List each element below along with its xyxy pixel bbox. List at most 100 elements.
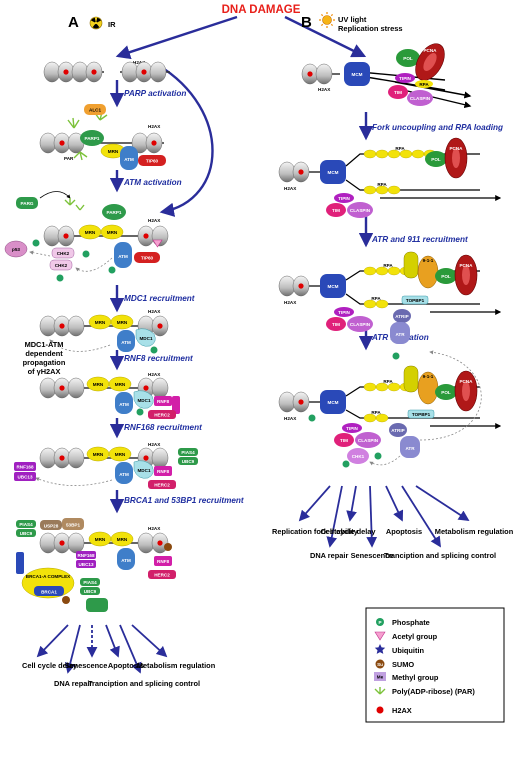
chromatin-fiber xyxy=(278,391,320,413)
legend-symbol-ubiquitin xyxy=(374,644,386,654)
mrn-label: MRN xyxy=(93,382,104,387)
ubc9-protein xyxy=(80,587,100,595)
side-note-line2: dependent xyxy=(25,349,63,358)
brca1-protein xyxy=(34,586,64,596)
panel-b-letter: B xyxy=(301,14,312,31)
atr-label: ATR xyxy=(405,446,415,451)
pol-label: POL xyxy=(441,390,451,395)
legend-label-phosphate: Phosphate xyxy=(392,618,430,627)
title-arrow-b xyxy=(284,15,367,58)
herc2-protein xyxy=(148,570,176,579)
legend-label-acetyl: Acetyl group xyxy=(392,632,438,641)
claspin-protein xyxy=(347,316,373,332)
ubc9-protein xyxy=(178,457,198,465)
chk1-label: CHK1 xyxy=(352,454,365,459)
ubc9-label: UBC9 xyxy=(20,531,33,536)
mcm-protein xyxy=(320,160,346,184)
ubc13-protein xyxy=(76,560,96,568)
nine11-label: 9-1-1 xyxy=(423,258,434,263)
chk2-protein xyxy=(51,247,75,259)
rpa-label: RPA xyxy=(419,82,429,87)
rad17-rfc-protein xyxy=(403,365,419,393)
mrn-protein xyxy=(110,314,134,330)
ubc13-label: UBC13 xyxy=(78,562,94,567)
phosphate-icon xyxy=(150,346,158,354)
tipin-protein xyxy=(395,73,415,83)
outcome-b-fork-stability: Replication fork stability xyxy=(272,527,359,536)
p53-protein xyxy=(4,240,28,258)
pol-protein xyxy=(396,49,420,67)
legend-label-sumo: SUMO xyxy=(392,660,414,669)
atm-protein xyxy=(114,242,132,268)
mrn-label: MRN xyxy=(95,320,106,325)
rpa-label: RPA xyxy=(371,296,381,301)
rpa-protein xyxy=(415,80,433,88)
par-chains xyxy=(67,111,108,161)
outcome-a-dna-repair: DNA repair xyxy=(54,679,92,688)
atm-label: ATM xyxy=(118,254,128,259)
h2ax-label: H2AX xyxy=(148,309,161,314)
herc2-protein xyxy=(148,480,176,489)
legend-symbol-phosphate: P xyxy=(376,618,384,626)
tip60-label: TIP60 xyxy=(141,256,154,261)
tip60-protein xyxy=(134,252,160,263)
mrn-label: MRN xyxy=(93,452,104,457)
claspin-label: CLASPIN xyxy=(350,208,371,213)
rnf8-label: RNF8 xyxy=(157,469,169,474)
chromatin-fiber xyxy=(43,225,169,247)
ubc13-protein xyxy=(172,396,180,414)
mrn-protein xyxy=(108,446,132,462)
panel-a-trigger: IR xyxy=(108,20,116,29)
pol-protein xyxy=(435,384,457,400)
atm-label: ATM xyxy=(121,340,131,345)
chromatin-fiber xyxy=(39,315,169,337)
rpa-coat-top xyxy=(363,149,437,159)
outcome-a-senescence: Senescence xyxy=(65,661,108,670)
chk2-protein xyxy=(49,259,73,271)
alc1-label: ALC1 xyxy=(89,108,101,113)
phosphate-icon xyxy=(136,408,144,416)
mrn-protein xyxy=(100,224,124,240)
atm-to-chk2-arrow xyxy=(75,257,113,272)
pol-label: POL xyxy=(441,274,451,279)
h2ax-label: H2AX xyxy=(284,416,297,421)
ubc9-label: UBC9 xyxy=(84,589,97,594)
legend-box xyxy=(365,607,505,723)
parp1-protein xyxy=(102,204,126,220)
mcm-label: MCM xyxy=(328,170,339,175)
pcna-label: PCNA xyxy=(449,146,463,151)
rap80-protein xyxy=(16,552,24,574)
mdc1-protein xyxy=(133,460,154,479)
53bp1-protein xyxy=(62,518,84,530)
legend-label-ubiquitin: Ubiquitin xyxy=(392,646,425,655)
chk1-protein xyxy=(347,448,369,464)
outcome-a-cell-cycle-delay: Cell cycle delay xyxy=(22,661,78,670)
rpa-label: RPA xyxy=(383,263,393,268)
pias4-protein xyxy=(178,448,198,456)
nine11-label: 9-1-1 xyxy=(423,374,434,379)
chromatin-fiber xyxy=(278,275,320,297)
ubc9-protein xyxy=(16,529,36,537)
atm-label: ATM xyxy=(119,472,129,477)
atrip-label: ATRIP xyxy=(391,428,404,433)
topbp1-label: TOPBP1 xyxy=(412,412,431,417)
sumo-symbol-text: Su xyxy=(377,662,383,667)
outcome-arrows-b xyxy=(298,485,470,548)
parp1-protein xyxy=(80,130,104,146)
tipin-protein xyxy=(334,193,354,203)
mrn-protein xyxy=(108,376,132,392)
parp1-label: PARP1 xyxy=(85,136,100,141)
pias4-label: PIAS4 xyxy=(83,580,97,585)
side-note-line3: propagation xyxy=(23,358,66,367)
outcome-a-label: Cell cycle delay xyxy=(22,661,78,670)
tipin-label: TIPIN xyxy=(338,196,350,201)
rpa-label: RPA xyxy=(377,182,387,187)
par-label: PAR xyxy=(64,156,74,161)
rpa-coat-bottom xyxy=(363,185,401,195)
phosphate-icons xyxy=(32,239,116,282)
alc1-protein xyxy=(84,104,106,115)
herc2-label: HERC2 xyxy=(154,573,170,578)
outcome-b-senescence: Senescence xyxy=(351,551,394,560)
atrip-label: ATRIP xyxy=(395,314,408,319)
legend-label-par: Poly(ADP-ribose) (PAR) xyxy=(392,687,475,696)
